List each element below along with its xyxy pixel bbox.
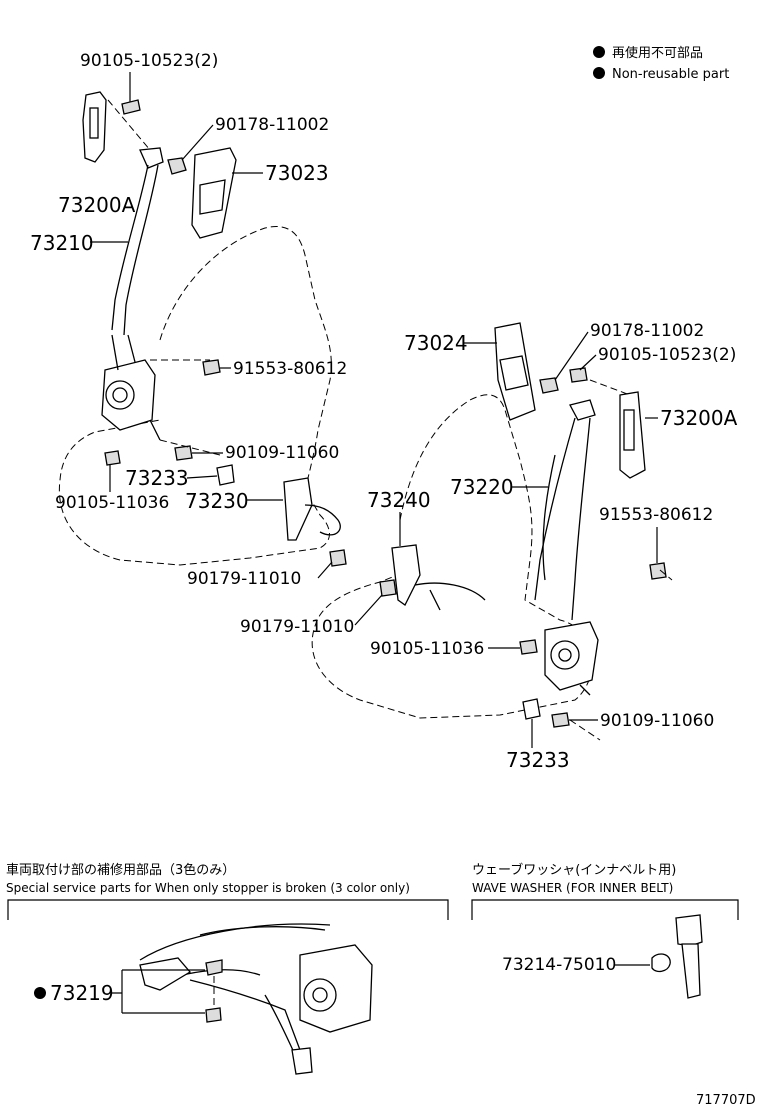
service-section-en: Special service parts for When only stop… [6,881,410,895]
service-parts-section: 車両取付け部の補修用部品（3色のみ） Special service parts… [6,862,449,1075]
label-90178-11002-right: 90178-11002 [590,321,704,341]
service-section-jp: 車両取付け部の補修用部品（3色のみ） [6,862,235,878]
upper-anchor-right [569,399,596,421]
label-90179-11010-left: 90179-11010 [187,569,301,589]
label-91553-80612-right: 91553-80612 [599,505,713,525]
pillar-garnish-73023 [191,147,237,239]
label-73024: 73024 [404,331,468,355]
cover-73233-left [216,464,235,486]
label-90179-11010-right: 90179-11010 [240,617,354,637]
label-91553-80612-left: 91553-80612 [233,359,347,379]
cover-73233-right [522,698,541,720]
label-73233-right: 73233 [506,748,570,772]
label-90105-10523-top: 90105-10523(2) [80,51,218,71]
non-reusable-dot-icon [593,46,605,58]
right-seat-outline [311,394,593,719]
label-90105-10523-right: 90105-10523(2) [598,345,736,365]
label-73210: 73210 [30,231,94,255]
nut-90179-11010-left [329,549,347,567]
bolt-90105-10523-right [569,367,588,383]
label-73214-75010: 73214-75010 [502,955,616,975]
label-90105-11036-right: 90105-11036 [370,639,484,659]
bolt-90109-11060-left [174,445,193,461]
bolt-90105-11036-right [519,639,538,655]
part-labels: 90105-10523(2) 90178-11002 73023 73200A … [30,51,738,772]
label-90105-11036-left: 90105-11036 [55,493,169,513]
label-73200a-left: 73200A [58,193,136,217]
stopper-plate [139,957,191,991]
wave-washer-73214-75010 [651,953,671,973]
bolt-90105-11036-left [104,450,121,466]
bolt-91553-80612-right [649,562,667,580]
bolt-91553-80612-left [202,359,221,376]
upper-anchor-left [139,147,164,169]
stopper-button-bottom [205,1007,222,1023]
right-belt-assembly [379,367,673,741]
washer-section-en: WAVE WASHER (FOR INNER BELT) [472,881,673,895]
left-seat-outline [58,226,332,566]
label-90109-11060-left: 90109-11060 [225,443,339,463]
label-90109-11060-right: 90109-11060 [600,711,714,731]
non-reusable-dot-icon [593,67,605,79]
bolt-90109-11060-right [551,712,570,728]
wave-washer-section: ウェーブワッシャ(インナベルト用) WAVE WASHER (FOR INNER… [471,862,739,999]
label-73220: 73220 [450,475,514,499]
buckle-lower [675,914,703,947]
nut-90178-11002-right [539,377,559,394]
buckle-73230 [283,477,313,541]
bolt-90105-10523-left [121,99,141,115]
legend: 再使用不可部品 Non-reusable part [593,45,729,82]
label-73200a-right: 73200A [660,406,738,430]
label-73219: 73219 [50,981,114,1005]
label-73240: 73240 [367,488,431,512]
label-73023: 73023 [265,161,329,185]
non-reusable-dot-icon [34,987,46,999]
label-73233-left: 73233 [125,466,189,490]
pillar-garnish-73024 [494,322,536,421]
nut-90178-11002-left [167,157,187,175]
legend-jp: 再使用不可部品 [612,45,703,61]
buckle-73240 [391,544,421,606]
stopper-button-top [205,959,223,976]
diagram-id: 717707D [696,1093,756,1108]
nut-90179-11010-right [379,579,397,597]
washer-section-jp: ウェーブワッシャ(インナベルト用) [472,862,676,878]
label-90178-11002-top: 90178-11002 [215,115,329,135]
legend-en: Non-reusable part [612,67,729,82]
left-belt-assembly [82,91,347,567]
label-73230: 73230 [185,489,249,513]
